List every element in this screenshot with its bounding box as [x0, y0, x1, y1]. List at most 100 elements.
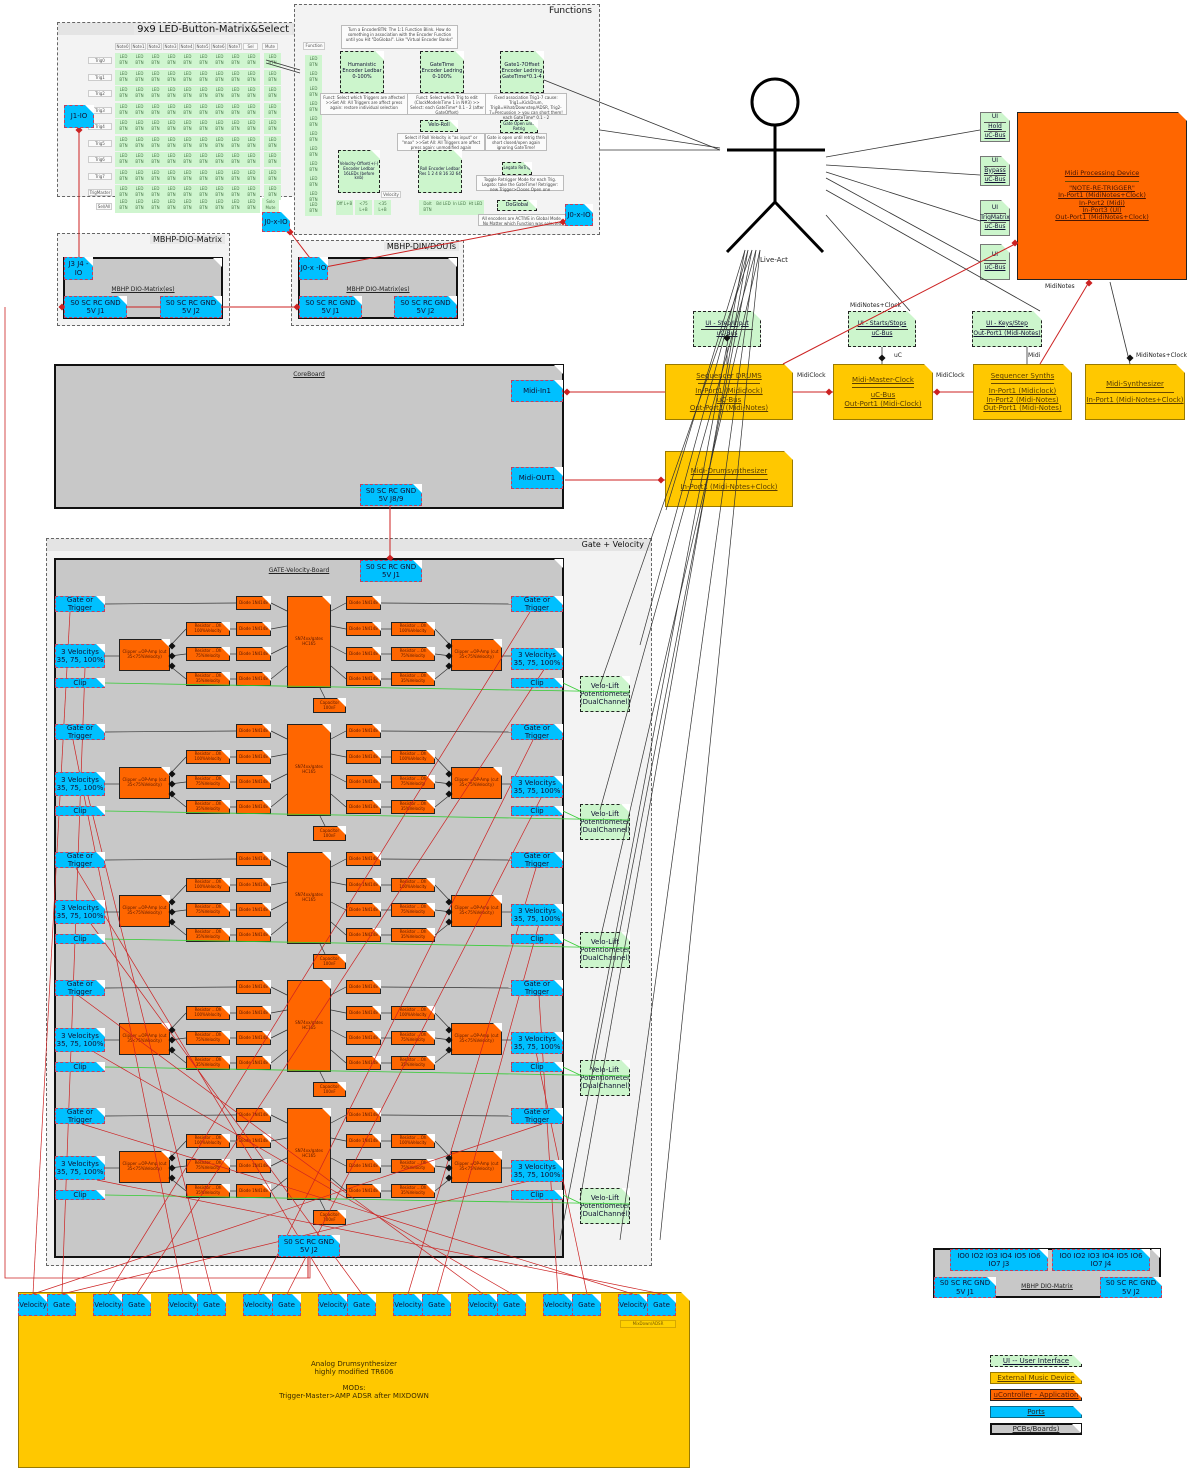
- led-button[interactable]: LED BTN: [243, 53, 260, 68]
- drumsynth-gate-port[interactable]: Gate: [422, 1294, 451, 1316]
- doit-led-button[interactable]: In LED: [451, 200, 468, 215]
- led-button[interactable]: LED BTN: [243, 152, 260, 167]
- mute-led-button[interactable]: LED BTN: [264, 53, 281, 68]
- velocity-preset-button[interactable]: <75 L+B: [355, 200, 372, 215]
- function-led-button[interactable]: LED BTN: [305, 130, 322, 145]
- velocitys-port-left[interactable]: 3 Velocitys 35, 75, 100%: [55, 772, 105, 796]
- midi-out-port[interactable]: Midi-OUT1: [511, 467, 563, 489]
- coreboard-j89-port[interactable]: S0 SC RC GND 5V J8/9: [360, 484, 422, 506]
- mute-led-button[interactable]: LED BTN: [264, 86, 281, 101]
- doglobal-button[interactable]: DoGlobal: [497, 200, 537, 211]
- drumsynth-gate-port[interactable]: Gate: [122, 1294, 151, 1316]
- doit-led-button[interactable]: Ht LED: [467, 200, 484, 215]
- select-led-button[interactable]: LED BTN: [147, 198, 164, 213]
- led-button[interactable]: LED BTN: [243, 86, 260, 101]
- gv-j2-port[interactable]: S0 SC RC GND 5V J2: [278, 1235, 340, 1257]
- gv-j1-port[interactable]: S0 SC RC GND 5V J1: [360, 560, 422, 582]
- velocity-offset-encoder[interactable]: Velocity-Offset(+/-) Encoder Ledbar 16LE…: [338, 150, 380, 193]
- dio-io-port[interactable]: J3 J4 -IO: [64, 257, 93, 280]
- led-button[interactable]: LED BTN: [163, 168, 180, 184]
- led-button[interactable]: LED BTN: [211, 185, 228, 200]
- led-button[interactable]: LED BTN: [131, 102, 148, 118]
- led-button[interactable]: LED BTN: [115, 168, 132, 184]
- legend-j2-port[interactable]: S0 SC RC GND 5V J2: [1100, 1277, 1162, 1298]
- velocitys-port-right[interactable]: 3 Velocitys 35, 75, 100%: [511, 1032, 563, 1054]
- drumsynth-gate-port[interactable]: Gate: [197, 1294, 226, 1316]
- led-button[interactable]: LED BTN: [179, 86, 196, 101]
- led-button[interactable]: LED BTN: [163, 185, 180, 200]
- select-led-button[interactable]: LED BTN: [211, 198, 228, 213]
- led-button[interactable]: LED BTN: [147, 168, 164, 184]
- led-button[interactable]: LED BTN: [115, 86, 132, 101]
- led-button[interactable]: LED BTN: [147, 102, 164, 118]
- din-j1-port[interactable]: S0 SC RC GND 5V J1: [299, 296, 362, 318]
- clip-port-left[interactable]: Clip: [55, 934, 105, 944]
- led-button[interactable]: LED BTN: [243, 102, 260, 118]
- led-button[interactable]: LED BTN: [211, 69, 228, 85]
- mute-led-button[interactable]: LED BTN: [264, 152, 281, 167]
- function-led-button[interactable]: LED BTN: [305, 115, 322, 130]
- select-led-button[interactable]: LED BTN: [163, 198, 180, 213]
- led-button[interactable]: LED BTN: [115, 135, 132, 151]
- select-led-button[interactable]: LED BTN: [115, 198, 132, 213]
- drumsynth-velocity-port[interactable]: Velocity: [18, 1294, 48, 1316]
- legend-j3-port[interactable]: IO0 IO2 IO3 IO4 IO5 IO6 IO7 J3: [950, 1249, 1048, 1271]
- function-led-button[interactable]: LED BTN: [305, 201, 322, 216]
- led-button[interactable]: LED BTN: [147, 69, 164, 85]
- led-button[interactable]: LED BTN: [179, 69, 196, 85]
- led-button[interactable]: LED BTN: [147, 152, 164, 167]
- led-button[interactable]: LED BTN: [195, 168, 212, 184]
- led-button[interactable]: LED BTN: [147, 53, 164, 68]
- led-button[interactable]: LED BTN: [115, 53, 132, 68]
- drumsynth-velocity-port[interactable]: Velocity: [543, 1294, 573, 1316]
- drumsynth-velocity-port[interactable]: Velocity: [618, 1294, 648, 1316]
- led-button[interactable]: LED BTN: [195, 185, 212, 200]
- led-button[interactable]: LED BTN: [147, 86, 164, 101]
- led-button[interactable]: LED BTN: [195, 86, 212, 101]
- led-button[interactable]: LED BTN: [195, 135, 212, 151]
- doit-led-button[interactable]: DoIt BTN: [419, 200, 436, 215]
- velocity-preset-button[interactable]: Off L+B: [336, 200, 353, 215]
- led-button[interactable]: LED BTN: [211, 152, 228, 167]
- led-button[interactable]: LED BTN: [195, 102, 212, 118]
- solo-mute-button[interactable]: Solo Mute: [262, 198, 279, 213]
- function-led-button[interactable]: LED BTN: [305, 70, 322, 85]
- gate-or-trigger-port-left[interactable]: Gate or Trigger: [55, 724, 105, 740]
- gate-or-trigger-port-right[interactable]: Gate or Trigger: [511, 852, 563, 868]
- led-button[interactable]: LED BTN: [179, 102, 196, 118]
- legend-j4-port[interactable]: IO0 IO2 IO3 IO4 IO5 IO6 IO7 J4: [1052, 1249, 1150, 1271]
- led-button[interactable]: LED BTN: [131, 69, 148, 85]
- velocitys-port-right[interactable]: 3 Velocitys 35, 75, 100%: [511, 904, 563, 926]
- select-led-button[interactable]: LED BTN: [131, 198, 148, 213]
- dio-j2-port[interactable]: S0 SC RC GND 5V J2: [160, 296, 222, 318]
- drumsynth-velocity-port[interactable]: Velocity: [318, 1294, 348, 1316]
- led-button[interactable]: LED BTN: [163, 102, 180, 118]
- function-led-button[interactable]: LED BTN: [305, 160, 322, 175]
- clip-port-right[interactable]: Clip: [511, 1190, 563, 1200]
- led-button[interactable]: LED BTN: [163, 135, 180, 151]
- led-button[interactable]: LED BTN: [115, 102, 132, 118]
- gate-or-trigger-port-right[interactable]: Gate or Trigger: [511, 724, 563, 740]
- velocitys-port-left[interactable]: 3 Velocitys 35, 75, 100%: [55, 1028, 105, 1052]
- velocity-preset-button[interactable]: <35 L+B: [374, 200, 391, 215]
- select-led-button[interactable]: LED BTN: [243, 198, 260, 213]
- led-button[interactable]: LED BTN: [147, 185, 164, 200]
- led-button[interactable]: LED BTN: [115, 185, 132, 200]
- gatetime-encoder[interactable]: GateTime Encoder Ledring 0-100%: [420, 51, 464, 93]
- led-button[interactable]: LED BTN: [195, 69, 212, 85]
- gate-or-trigger-port-left[interactable]: Gate or Trigger: [55, 852, 105, 868]
- led-button[interactable]: LED BTN: [131, 168, 148, 184]
- led-button[interactable]: LED BTN: [115, 152, 132, 167]
- clip-port-left[interactable]: Clip: [55, 1062, 105, 1072]
- led-button[interactable]: LED BTN: [195, 53, 212, 68]
- drumsynth-gate-port[interactable]: Gate: [572, 1294, 601, 1316]
- humanistic-encoder[interactable]: Humanistic Encoder Ledbar 0-100%: [340, 51, 384, 93]
- gate-or-trigger-port-right[interactable]: Gate or Trigger: [511, 596, 563, 612]
- gate-offset-encoder[interactable]: Gate1-7Offset Encoder Ledring GateTime*0…: [500, 51, 544, 93]
- velocitys-port-left[interactable]: 3 Velocitys 35, 75, 100%: [55, 900, 105, 924]
- led-button[interactable]: LED BTN: [227, 86, 244, 101]
